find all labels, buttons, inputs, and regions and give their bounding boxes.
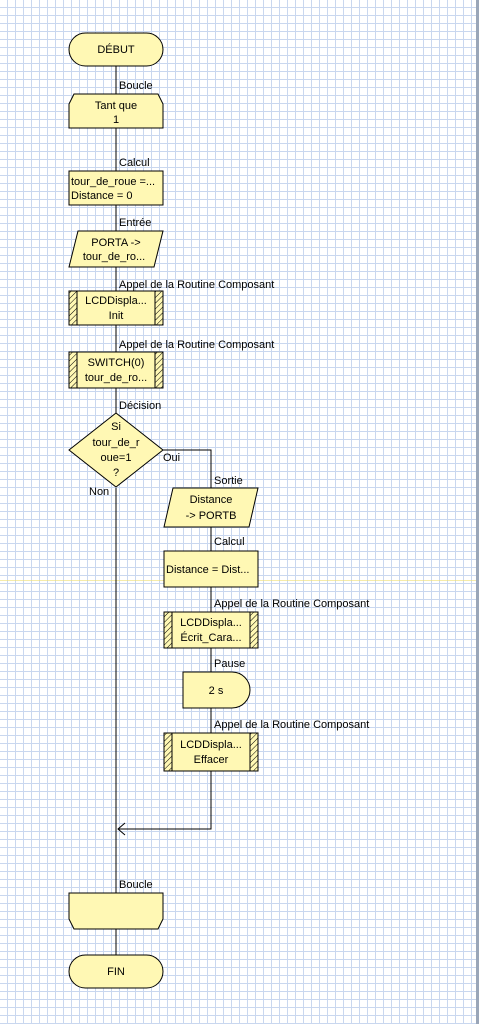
canvas-scrollbar-edge [476,0,479,1024]
call-init-line1: LCDDispla... [85,295,147,307]
call-init-label: Appel de la Routine Composant [119,279,274,291]
loop-bottom-label: Boucle [119,879,153,891]
end-text: FIN [107,966,125,978]
output-block[interactable]: Distance -> PORTB [163,487,259,528]
loop-top-block[interactable]: Tant que 1 [68,93,164,129]
output-label: Sortie [214,475,243,487]
calc1-line2: Distance = 0 [71,190,132,202]
call-switch-block[interactable]: SWITCH(0) tour_de_ro... [68,351,164,389]
loop-top-label: Boucle [119,80,153,92]
input-label: Entrée [119,217,151,229]
pause-label: Pause [214,658,245,670]
calc2-line1: Distance = Dist... [166,564,249,576]
decision-label: Décision [119,400,161,412]
input-line1: PORTA -> [91,237,140,249]
calc1-block[interactable]: tour_de_roue =... Distance = 0 [68,170,164,206]
input-line2: tour_de_ro... [83,251,145,263]
loop-top-line2: 1 [113,114,119,126]
call-write-label: Appel de la Routine Composant [214,598,369,610]
call-switch-label: Appel de la Routine Composant [119,339,274,351]
call-clear-line2: Effacer [194,754,229,766]
call-init-block[interactable]: LCDDispla... Init [68,290,164,326]
decision-block[interactable]: Si tour_de_r oue=1 ? [68,412,164,488]
wire-arrowhead [117,822,126,836]
start-terminator[interactable]: DÉBUT [68,32,164,67]
decision-line4: ? [113,467,119,479]
calc1-line1: tour_de_roue =... [71,176,155,188]
output-line1: Distance [190,494,233,506]
call-write-line1: LCDDispla... [180,617,242,629]
input-block[interactable]: PORTA -> tour_de_ro... [68,230,164,268]
calc1-label: Calcul [119,157,150,169]
call-switch-line1: SWITCH(0) [88,357,145,369]
decision-line3: oue=1 [101,452,132,464]
pause-block[interactable]: 2 s [182,671,251,709]
decision-line1: Si [111,421,121,433]
call-init-line2: Init [109,310,124,322]
call-write-line2: Écrit_Cara... [180,631,241,644]
loop-bottom-block[interactable] [68,892,164,930]
end-terminator[interactable]: FIN [68,954,164,989]
wire-yes-return [118,771,212,830]
call-clear-block[interactable]: LCDDispla... Effacer [163,732,259,772]
loop-top-line1: Tant que [95,100,137,112]
pause-line1: 2 s [209,685,224,697]
decision-line2: tour_de_r [92,437,139,449]
call-write-block[interactable]: LCDDispla... Écrit_Cara... [163,611,259,649]
decision-yes-label: Oui [163,452,180,464]
call-switch-line2: tour_de_ro... [85,372,147,384]
call-clear-line1: LCDDispla... [180,739,242,751]
calc2-block[interactable]: Distance = Dist... [163,550,259,588]
wire-decision-yes [162,449,212,488]
decision-no-label: Non [89,486,109,498]
calc2-label: Calcul [214,536,245,548]
call-clear-label: Appel de la Routine Composant [214,719,369,731]
output-line2: -> PORTB [186,510,237,522]
start-text: DÉBUT [97,43,135,56]
